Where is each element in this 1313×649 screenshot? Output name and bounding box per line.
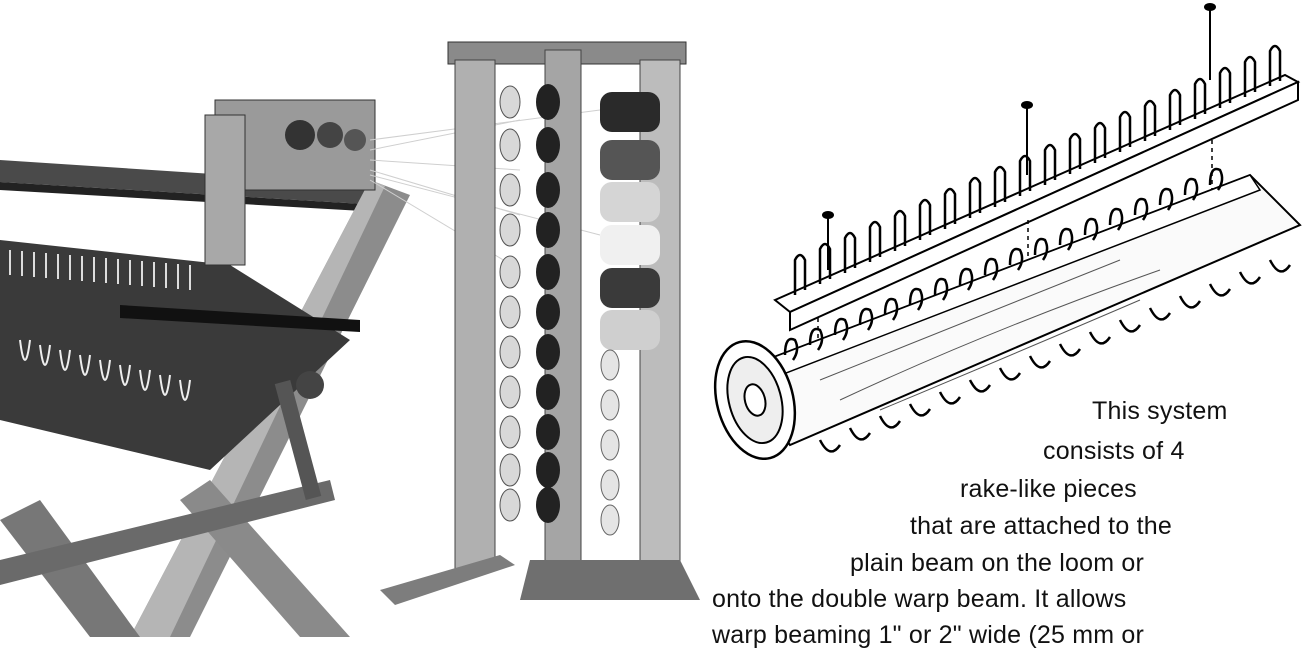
caption-line-1: This system xyxy=(1092,397,1228,425)
caption-block: This system consists of 4 rake-like piec… xyxy=(700,390,1313,648)
caption-line-5: plain beam on the loom or xyxy=(850,549,1145,577)
warp-beam-rake-drawing xyxy=(713,3,1302,460)
caption-line-4: that are attached to the xyxy=(910,512,1172,540)
caption-line-6: onto the double warp beam. It allows xyxy=(712,585,1127,613)
caption-line-7: warp beaming 1" or 2" wide (25 mm or xyxy=(712,621,1145,649)
loom-spool-rack-photo xyxy=(0,41,700,637)
caption-line-2: consists of 4 xyxy=(1043,437,1185,465)
caption-line-3: rake-like pieces xyxy=(960,475,1137,503)
